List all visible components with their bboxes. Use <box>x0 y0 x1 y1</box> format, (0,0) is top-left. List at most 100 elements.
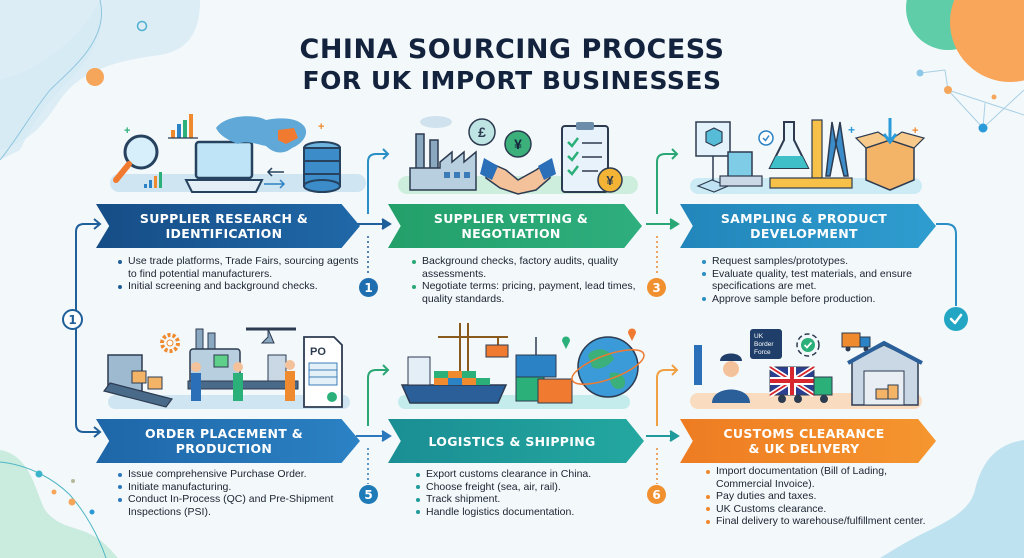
bullet: Track shipment. <box>414 493 654 506</box>
workers-icon <box>191 360 295 401</box>
step6-title-line-2: & UK DELIVERY <box>748 441 860 456</box>
page-title-line-2: FOR UK IMPORT BUSINESSES <box>302 66 722 95</box>
bullet: Import documentation (Bill of Lading, Co… <box>704 465 934 490</box>
step2-title-line-1: SUPPLIER VETTING & <box>433 211 589 226</box>
yen-coin-icon: ¥ <box>504 130 532 158</box>
flask-icon <box>768 121 810 169</box>
bullet: Initiate manufacturing. <box>116 481 366 494</box>
step-badge-after-step-5: 6 <box>647 485 666 504</box>
bg-curve-line <box>0 0 103 161</box>
bullet: UK Customs clearance. <box>704 503 934 516</box>
check-icon <box>949 313 963 325</box>
bullet: Negotiate terms: pricing, payment, lead … <box>410 280 650 305</box>
bullet: Use trade platforms, Trade Fairs, sourci… <box>116 255 366 280</box>
bg-orange-circle <box>950 0 1024 82</box>
step-order-placement: PO ORDER PLACEMENT &PRODUCTION Issue com… <box>96 315 386 525</box>
step1-bullets: Use trade platforms, Trade Fairs, sourci… <box>116 255 366 293</box>
bg-curve-bottom <box>0 461 107 558</box>
pliers-icon <box>825 121 849 177</box>
purchase-order-icon: PO <box>303 336 343 408</box>
container-icon <box>515 337 573 404</box>
prototype-icon <box>695 121 763 193</box>
step3-illustration: + + <box>690 118 926 194</box>
step4-banner: ORDER PLACEMENT &PRODUCTION <box>96 419 360 463</box>
step1-title-line-2: IDENTIFICATION <box>165 226 283 241</box>
transfer-arrows-icon <box>264 167 286 189</box>
customs-officer-icon <box>694 345 750 403</box>
svg-text:£: £ <box>478 124 486 140</box>
bullet: Approve sample before production. <box>700 293 940 306</box>
step2-banner: SUPPLIER VETTING &NEGOTIATION <box>388 204 642 248</box>
bullet: Conduct In-Process (QC) and Pre-Shipment… <box>116 493 366 518</box>
step-logistics: LOGISTICS & SHIPPING Export customs clea… <box>388 315 678 525</box>
bg-blob-bottom-left <box>0 450 118 558</box>
step2-illustration: £ ¥ ¥ <box>398 116 638 195</box>
step1-title-line-1: SUPPLIER RESEARCH & <box>139 211 309 226</box>
checklist-icon <box>561 122 609 193</box>
gear-icon <box>160 333 180 353</box>
bullet: Final delivery to warehouse/fulfillment … <box>704 515 934 528</box>
step4-illustration: PO <box>102 327 350 409</box>
step3-title-line-2: DEVELOPMENT <box>750 226 858 241</box>
bg-ring <box>136 20 148 32</box>
robot-arm-icon <box>246 327 296 382</box>
bullet: Export customs clearance in China. <box>414 468 654 481</box>
completion-check-badge <box>944 307 968 331</box>
svg-text:Force: Force <box>754 349 771 356</box>
bar-chart-icon <box>144 172 162 188</box>
bullet: Handle logistics documentation. <box>414 506 654 519</box>
step5-banner: LOGISTICS & SHIPPING <box>388 419 644 463</box>
svg-text:Border: Border <box>754 341 774 348</box>
bg-blob-top-left-2 <box>0 0 200 150</box>
step-badge-after-step-1: 1 <box>359 278 378 297</box>
svg-text:UK: UK <box>754 333 764 340</box>
step2-bullets: Background checks, factory audits, quali… <box>410 255 650 305</box>
cargo-ship-icon <box>400 356 508 404</box>
step6-title-line-1: CUSTOMS CLEARANCE <box>723 426 885 441</box>
yen-coin-icon: ¥ <box>597 167 623 193</box>
step-badge-left-loop: 1 <box>62 309 83 330</box>
step6-bullets: Import documentation (Bill of Lading, Co… <box>704 465 934 528</box>
delivery-truck-icon <box>841 332 871 352</box>
bar-chart-icon <box>168 114 198 139</box>
bullet: Request samples/prototypes. <box>700 255 940 268</box>
svg-text:+: + <box>912 125 918 137</box>
uk-flag-truck-icon <box>768 364 833 403</box>
laptop-icon <box>184 140 264 193</box>
svg-text:¥: ¥ <box>606 173 614 188</box>
bullet: Background checks, factory audits, quali… <box>410 255 650 280</box>
step1-illustration: + + <box>110 114 366 193</box>
bullet: Initial screening and background checks. <box>116 280 366 293</box>
step6-banner: CUSTOMS CLEARANCE& UK DELIVERY <box>680 419 936 463</box>
bullet: Pay duties and taxes. <box>704 490 934 503</box>
step4-title-line-1: ORDER PLACEMENT & <box>145 426 303 441</box>
step-badge-after-step-4: 5 <box>359 485 378 504</box>
globe-icon <box>562 328 645 398</box>
step5-bullets: Export customs clearance in China. Choos… <box>414 468 654 518</box>
svg-text:+: + <box>318 121 324 133</box>
step-supplier-research: + + SUPPLIER RESEARCH &IDENTIFICATION Us… <box>96 100 386 310</box>
world-map-icon <box>216 116 307 153</box>
step3-bullets: Request samples/prototypes. Evaluate qua… <box>700 255 940 305</box>
approval-check-icon <box>758 130 774 146</box>
svg-text:+: + <box>848 123 855 137</box>
conveyor-icon <box>102 354 174 408</box>
factory-icon <box>409 133 477 191</box>
bullet: Issue comprehensive Purchase Order. <box>116 468 366 481</box>
step1-banner: SUPPLIER RESEARCH &IDENTIFICATION <box>96 204 360 248</box>
step4-bullets: Issue comprehensive Purchase Order. Init… <box>116 468 366 518</box>
step3-title-line-1: SAMPLING & PRODUCT <box>720 211 888 226</box>
step4-title-line-2: PRODUCTION <box>175 441 273 456</box>
step5-illustration <box>398 323 645 409</box>
svg-text:PO: PO <box>310 346 326 358</box>
warehouse-icon <box>847 340 923 406</box>
bg-orange-dot <box>86 68 104 86</box>
bullet: Choose freight (sea, air, rail). <box>414 481 654 494</box>
box-icon <box>854 118 926 191</box>
magnifier-icon <box>113 134 159 183</box>
step-supplier-vetting: £ ¥ ¥ SUPPLIER VETTING &NEGOTIATION Back… <box>388 100 678 310</box>
ruler-icon <box>769 119 853 189</box>
